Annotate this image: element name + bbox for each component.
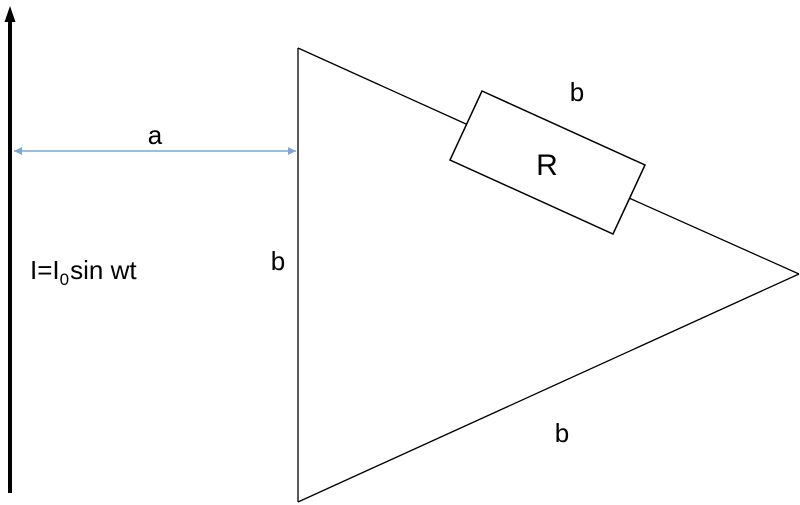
side-top-label: b [570, 77, 584, 107]
distance-label: a [148, 120, 163, 150]
resistor-box [449, 90, 646, 235]
current-label-subscript: 0 [60, 270, 69, 289]
arrow-up-icon [4, 6, 16, 22]
triangle-side-bottom [297, 273, 800, 503]
side-left-label: b [271, 246, 285, 276]
current-label-main: I=I [30, 255, 60, 285]
current-label: I=I0sin wt [30, 255, 137, 289]
side-bottom-label: b [555, 418, 569, 448]
current-label-tail: sin wt [70, 255, 137, 285]
triangle-side-top-left [297, 47, 467, 125]
triangle-side-top-right [628, 197, 800, 275]
resistor-label: R [536, 149, 558, 182]
